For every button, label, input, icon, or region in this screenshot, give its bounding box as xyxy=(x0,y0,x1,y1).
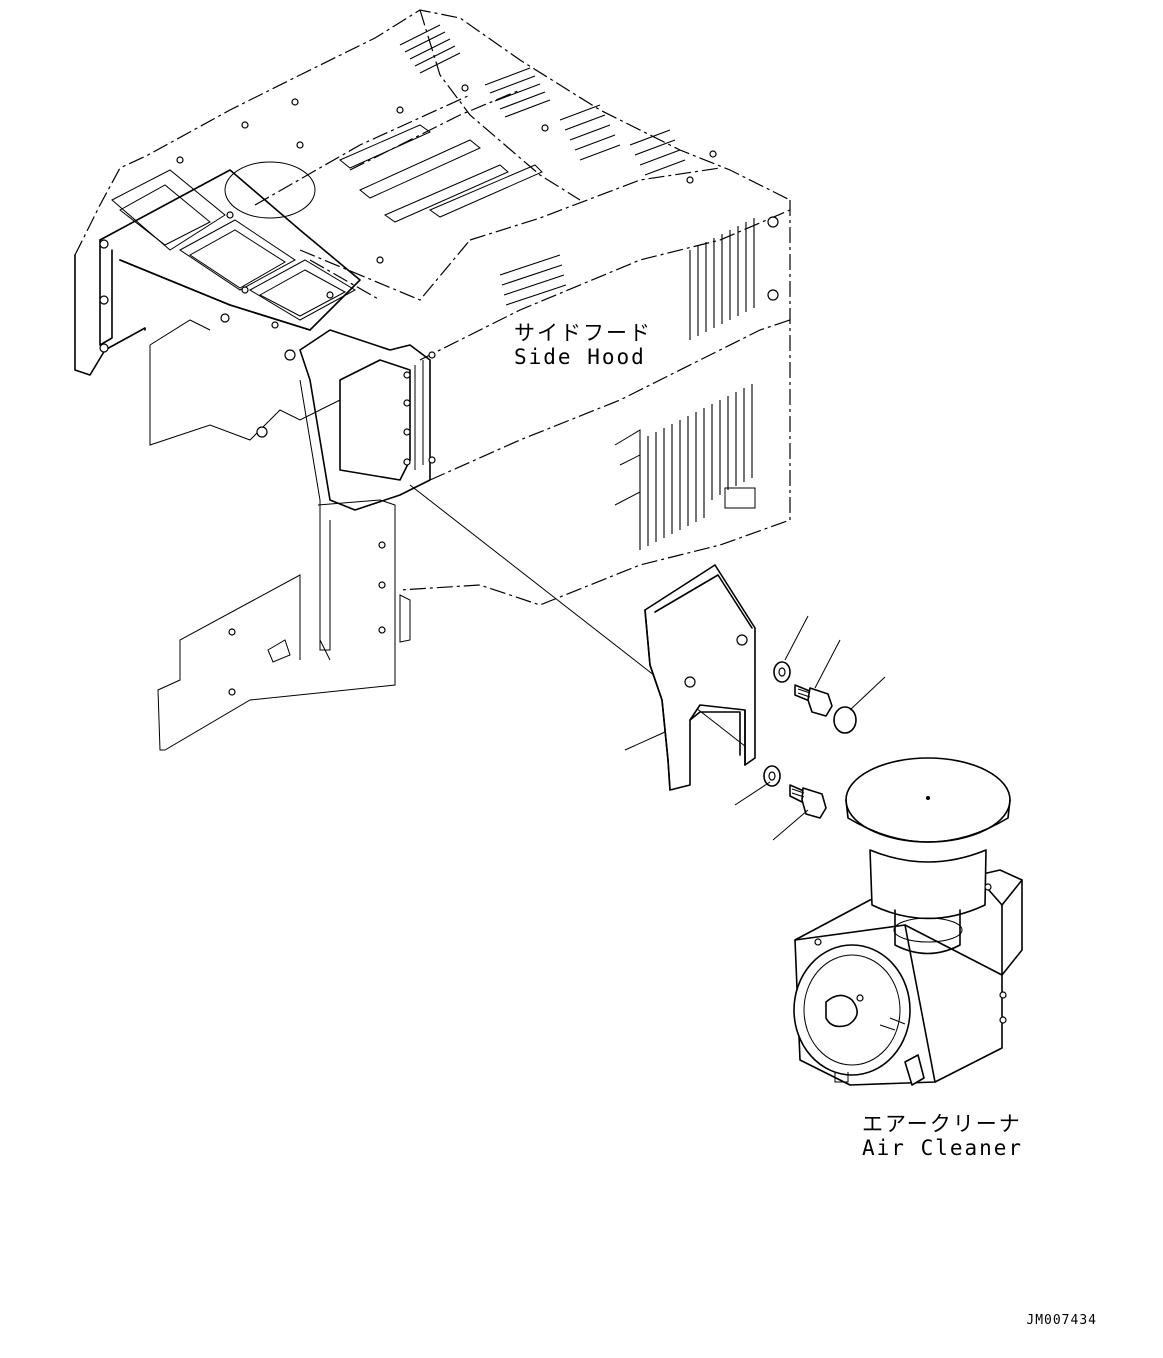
top-vent-louvers xyxy=(399,24,686,306)
side-hood-louvers xyxy=(614,218,756,550)
air-cleaner-label: エアークリーナ Air Cleaner xyxy=(862,1112,1023,1160)
lower-bolt xyxy=(789,784,827,819)
side-hood-label-jp: サイドフード xyxy=(514,321,652,345)
cap-plug xyxy=(833,706,857,734)
air-cleaner xyxy=(793,757,1023,1086)
side-hood-label: サイドフード Side Hood xyxy=(514,321,652,369)
frame-bolts xyxy=(99,84,717,438)
lower-washer xyxy=(763,765,781,787)
mounting-bracket xyxy=(644,564,756,791)
hood-assembly xyxy=(74,9,791,751)
air-cleaner-label-jp: エアークリーナ xyxy=(862,1112,1022,1136)
drawing-code: JM007434 xyxy=(1026,1313,1097,1328)
side-hood-label-en: Side Hood xyxy=(514,345,646,369)
upper-bolt xyxy=(794,684,833,717)
upper-washer xyxy=(773,661,791,683)
air-cleaner-label-en: Air Cleaner xyxy=(862,1136,1024,1160)
fastener-leaders xyxy=(624,615,886,841)
